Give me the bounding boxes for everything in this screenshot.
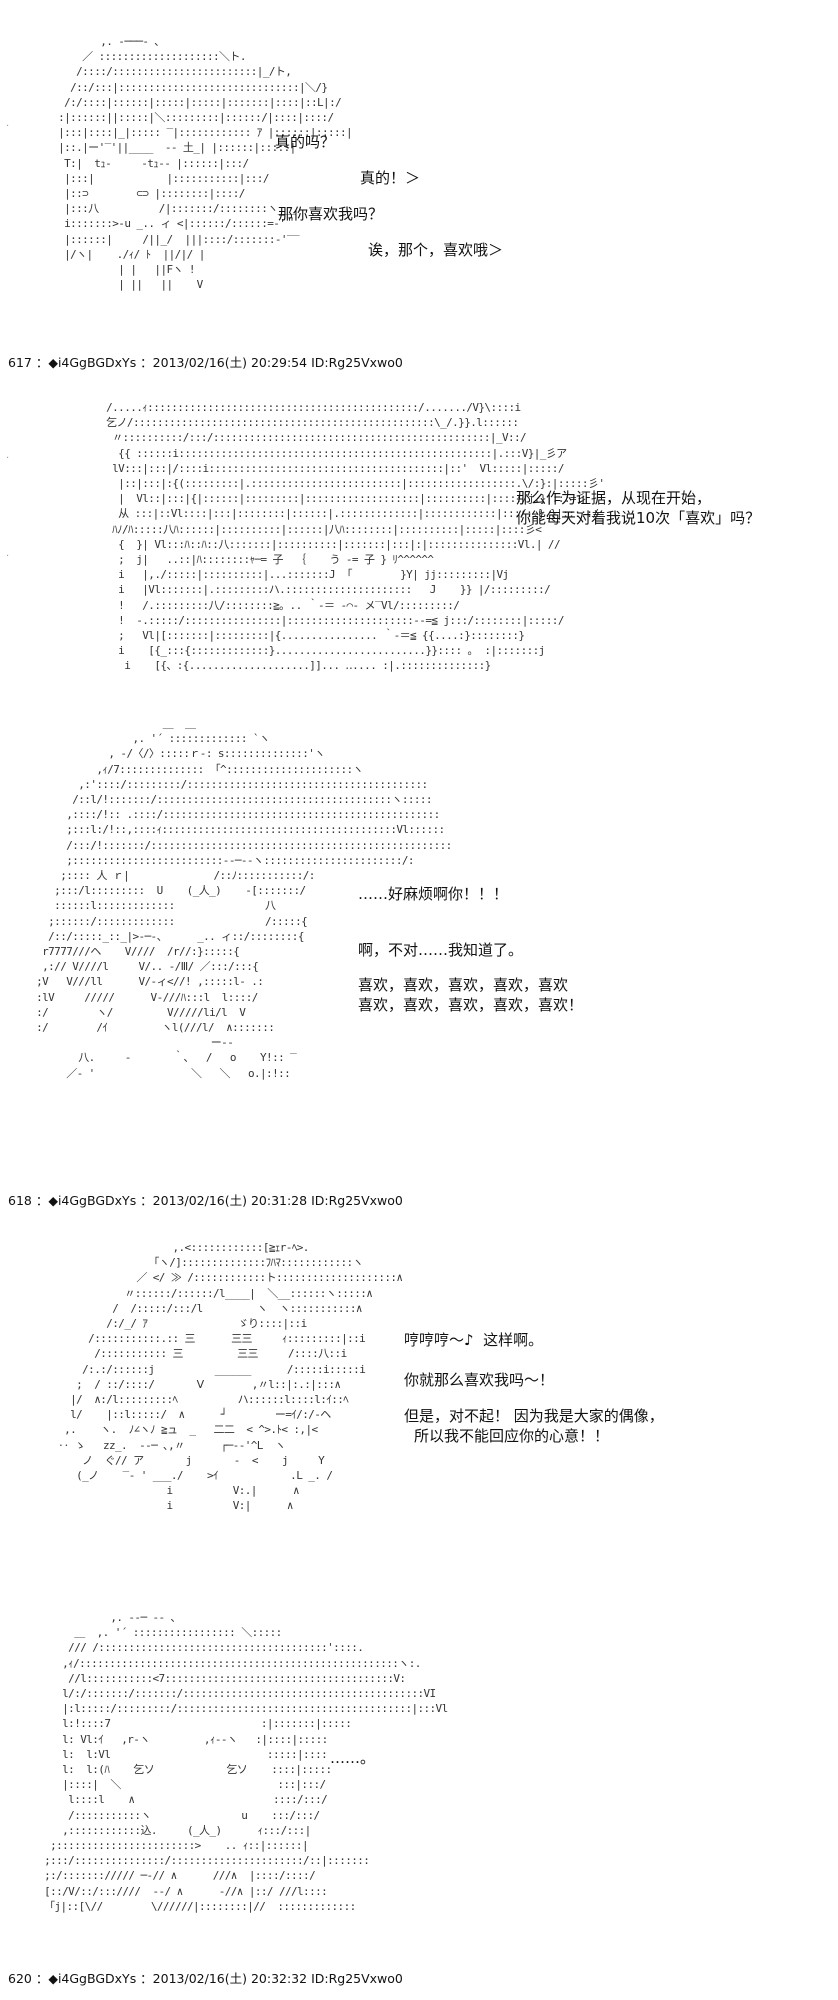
dialog-line: 你能每天对着我说10次「喜欢」吗？ (516, 509, 761, 527)
dialog-line: 哼哼哼～♪ 这样啊。 (404, 1331, 544, 1349)
ascii-art: ＿ ＿ ,. '´ ::::::::::::: `ヽ , -/〈/〉:::::ｒ… (36, 717, 452, 1080)
ascii-art: ,.<::::::::::::[≧ｪr‐ﾍ>. 「ヽ/]::::::::::::… (58, 1241, 403, 1513)
dialog-line: 喜欢，喜欢，喜欢，喜欢，喜欢 (358, 976, 569, 994)
dialog-line: 但是，对不起！ 因为我是大家的偶像， (404, 1407, 664, 1425)
dialog-line: 啊，不对……我知道了。 (358, 941, 524, 959)
dialog-line: ……。 (330, 1749, 376, 1767)
dialog-line: 所以我不能回应你的心意！！ (414, 1427, 610, 1445)
dialog-line: 真的吗？ (275, 133, 336, 151)
dialog-line: 你就那么喜欢我吗～！ (404, 1371, 555, 1389)
ascii-art: ,. ‐───‐ ､ ／ ::::::::::::::::::::＼ト. /::… (58, 35, 353, 292)
dialog-line: 那么作为证据，从现在开始， (516, 489, 712, 507)
post-header: 617 ：◆i4GgBGDxYs ：2013/02/16(土) 20:29:54… (8, 355, 403, 370)
dialog-line: 真的！＞ (360, 169, 421, 187)
ascii-art: ,. ‐‐─ ‐‐ ､ ＿ ,. '´ ::::::::::::::::: ＼:… (44, 1611, 448, 1913)
margin-dot: . (6, 118, 10, 129)
dialog-line: 喜欢，喜欢，喜欢，喜欢，喜欢！ (358, 996, 584, 1014)
margin-dot: . (6, 450, 10, 461)
post-header: 620 ：◆i4GgBGDxYs ：2013/02/16(土) 20:32:32… (8, 1971, 403, 1986)
ascii-art: /.....ｨ:::::::::::::::::::::::::::::::::… (106, 401, 605, 673)
dialog-line: ……好麻烦啊你！！！ (358, 885, 509, 903)
post-header: 618 ：◆i4GgBGDxYs ：2013/02/16(土) 20:31:28… (8, 1193, 403, 1208)
margin-dot: . (6, 548, 10, 559)
dialog-line: 那你喜欢我吗？ (278, 205, 384, 223)
dialog-line: 诶，那个，喜欢哦＞ (368, 241, 504, 259)
